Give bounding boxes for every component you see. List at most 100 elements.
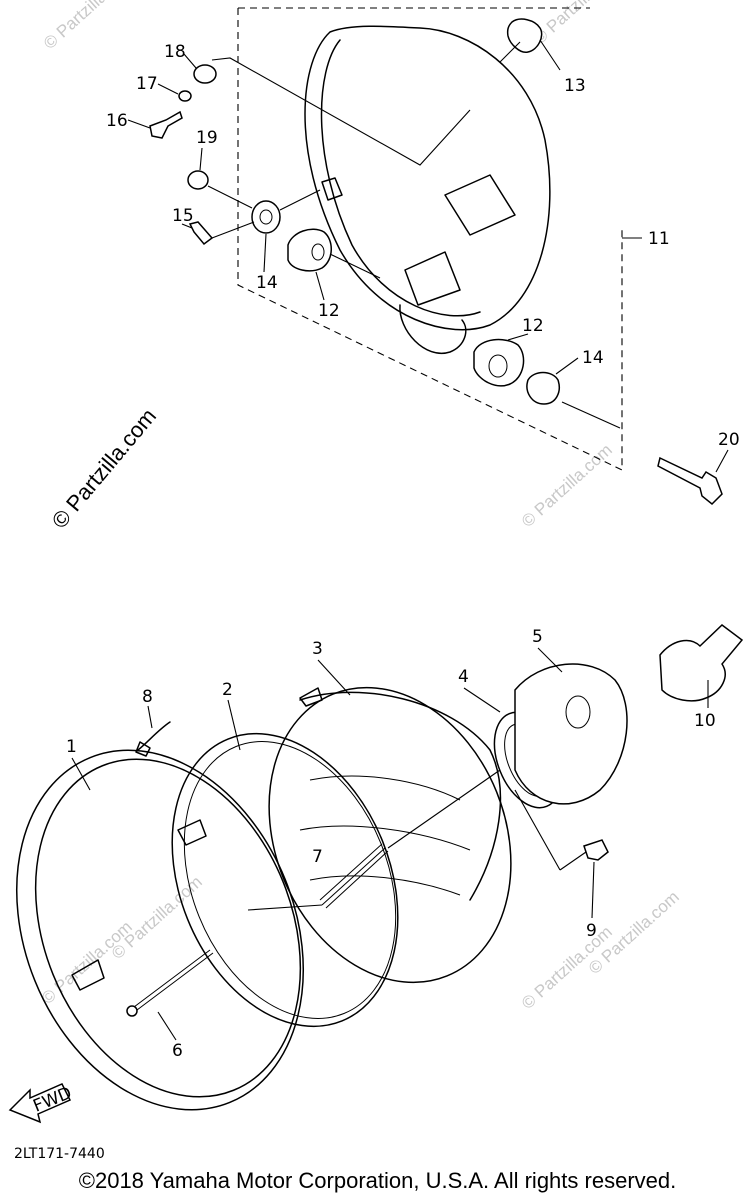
leader-9b-line <box>559 851 587 871</box>
watermark-mid-right: © Partzilla.com <box>518 440 616 531</box>
leader-3 <box>317 659 351 696</box>
part-3-reflector-back <box>299 691 502 901</box>
leader-19-line <box>207 185 253 209</box>
part-2-ring-tab <box>177 819 207 846</box>
leader-7-line <box>387 769 501 849</box>
callout-12-right: 12 <box>522 316 544 336</box>
part-20-bolt <box>657 456 723 506</box>
leader-13 <box>539 39 561 71</box>
part-6-screw-head <box>126 1005 138 1017</box>
part-13-grommet <box>506 18 543 53</box>
leader-20-line <box>561 401 621 429</box>
callout-8: 8 <box>142 687 153 707</box>
part-14-collar-right <box>526 371 560 405</box>
part-7-spring <box>319 843 389 909</box>
part-8-clip <box>135 721 171 757</box>
leader-19 <box>199 147 203 171</box>
leader-12b <box>507 333 529 341</box>
leader-14a <box>263 233 267 273</box>
callout-19: 19 <box>196 128 218 148</box>
part-10-bulb <box>659 624 744 702</box>
leader-18 <box>183 53 197 69</box>
callout-13: 13 <box>564 76 586 96</box>
copyright-notice: ©2018 Yamaha Motor Corporation, U.S.A. A… <box>78 1168 677 1193</box>
part-18-washer <box>193 64 217 84</box>
part-15-screw <box>188 221 214 246</box>
part-12-damper-right <box>473 338 525 387</box>
part-12-damper-right-hole <box>488 354 508 378</box>
callout-7: 7 <box>312 847 323 867</box>
leader-15-line <box>211 221 255 239</box>
part-3-lens <box>268 686 512 984</box>
part-2-ring <box>171 732 399 1028</box>
leader-16 <box>127 119 151 129</box>
leader-8 <box>147 705 153 729</box>
part-14-collar-left <box>251 200 281 234</box>
housing-window <box>444 174 516 236</box>
part-12-damper-left <box>287 228 332 272</box>
part-5-socket-cover <box>514 663 628 805</box>
part-1-rim-inner <box>34 758 302 1098</box>
housing-rim <box>320 39 481 317</box>
part-1-rim-outer <box>15 749 305 1111</box>
fwd-arrow: FWD <box>8 1083 75 1124</box>
callout-5: 5 <box>532 627 543 647</box>
callout-leaders <box>71 53 729 1041</box>
part-2-ring-inner <box>183 741 397 1019</box>
leader-12a <box>315 271 325 301</box>
leader-6 <box>157 1011 177 1041</box>
callout-20: 20 <box>718 430 740 450</box>
leader-damper-line <box>279 189 321 211</box>
callout-12-left: 12 <box>318 301 340 321</box>
part-9-clip <box>583 839 609 861</box>
leader-20 <box>715 449 729 473</box>
callout-16: 16 <box>106 111 128 131</box>
housing-mount-bracket <box>399 304 467 355</box>
part-3-tab <box>299 687 323 707</box>
diagram-code: 2LT171-7440 <box>14 1146 105 1162</box>
part-6-screw <box>129 949 214 1014</box>
leader-17 <box>157 83 179 95</box>
headlight-unit-assembly <box>15 624 744 1111</box>
watermarks: © Partzilla.com © Partzilla.com © Partzi… <box>38 0 683 1013</box>
leader-18-line <box>211 57 471 166</box>
callout-11: 11 <box>648 229 670 249</box>
watermark-top-right: © Partzilla.com <box>530 0 628 48</box>
callout-9: 9 <box>586 921 597 941</box>
callout-14-left: 14 <box>256 273 278 293</box>
callout-14-right: 14 <box>582 348 604 368</box>
callout-4: 4 <box>458 667 469 687</box>
watermark-top-left: © Partzilla.com <box>40 0 138 53</box>
part-3-lens-texture <box>299 775 471 896</box>
group-11-dashed-outline <box>237 7 623 471</box>
housing-bowl <box>304 25 551 331</box>
part-12-damper-left-hole <box>311 243 325 261</box>
part-17-lockwasher <box>178 90 192 102</box>
headlight-housing-assembly <box>149 7 723 506</box>
leader-4 <box>463 687 501 713</box>
leader-1 <box>71 757 91 791</box>
leader-9 <box>591 861 595 919</box>
part-14-collar-left-hole <box>259 209 273 225</box>
leader-13b <box>499 41 521 63</box>
leader-14b <box>555 357 579 375</box>
leader-2 <box>227 699 241 751</box>
leader-12-line <box>329 253 381 279</box>
part-1-rim-clip <box>71 959 105 991</box>
part-19-nut <box>187 170 209 190</box>
callout-18: 18 <box>164 42 186 62</box>
fwd-arrow-shape <box>8 1083 72 1124</box>
callout-6: 6 <box>172 1041 183 1061</box>
callout-numbers: 1 2 3 4 5 6 7 8 9 10 11 12 12 13 14 14 1… <box>66 42 740 1061</box>
callout-2: 2 <box>222 680 233 700</box>
callout-3: 3 <box>312 639 323 659</box>
housing-side-tab <box>321 177 343 201</box>
watermark-dark: © Partzilla.com <box>47 404 161 534</box>
callout-15: 15 <box>172 206 194 226</box>
watermark-lower-left: © Partzilla.com <box>38 917 136 1008</box>
callout-17: 17 <box>136 74 158 94</box>
leader-7b-line <box>247 904 323 911</box>
leader-5 <box>537 647 563 673</box>
leader-9-line <box>514 789 561 871</box>
